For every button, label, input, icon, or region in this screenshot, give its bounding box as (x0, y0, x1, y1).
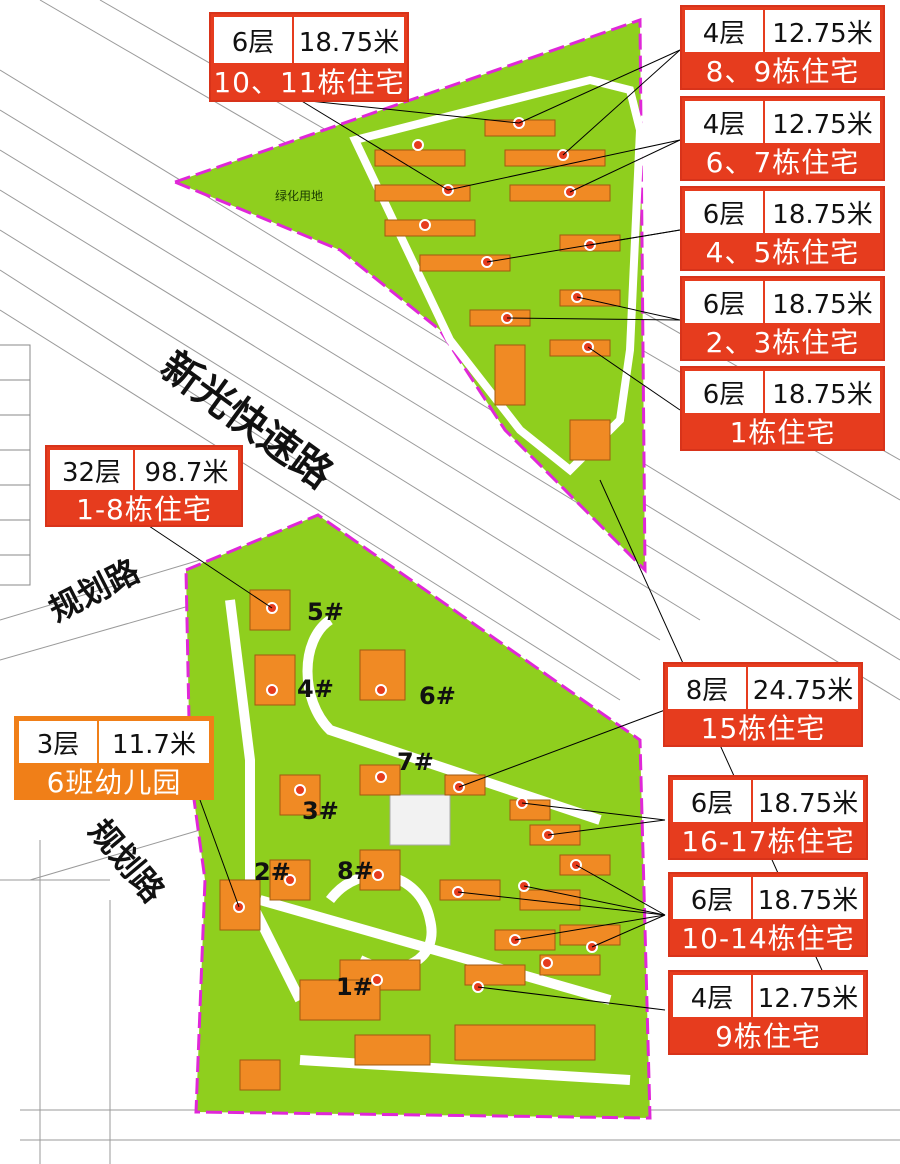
building-label-4: 4# (297, 675, 334, 703)
building-label-6: 6# (419, 682, 456, 710)
building-label-8: 8# (337, 857, 374, 885)
card-height: 18.75米 (765, 191, 880, 233)
card-floors: 4层 (685, 101, 765, 143)
card-name: 6班幼儿园 (46, 766, 182, 799)
green-land-label: 绿化用地 (275, 188, 323, 203)
building-footprints (219, 119, 621, 1091)
card-floors: 4层 (673, 975, 753, 1017)
card-height: 18.75米 (753, 877, 863, 919)
card-height: 18.75米 (294, 17, 404, 63)
building-label-3: 3# (302, 797, 339, 825)
card-name: 6、7栋住宅 (705, 146, 860, 179)
card-name: 9栋住宅 (715, 1020, 821, 1053)
card-height: 12.75米 (753, 975, 863, 1017)
card-floors: 8层 (668, 667, 748, 709)
card-name: 1-8栋住宅 (76, 493, 212, 526)
card-floors: 6层 (685, 281, 765, 323)
card-floors: 4层 (685, 10, 765, 52)
card-name: 15栋住宅 (700, 712, 826, 745)
card-floors: 6层 (673, 877, 753, 919)
card-floors: 6层 (685, 371, 765, 413)
card-height: 98.7米 (135, 450, 238, 490)
card-height: 12.75米 (765, 10, 880, 52)
card-name: 16-17栋住宅 (681, 825, 855, 858)
card-height: 11.7米 (99, 721, 209, 763)
card-name: 8、9栋住宅 (705, 55, 860, 88)
card-name: 2、3栋住宅 (705, 326, 860, 359)
north-internal-road (349, 75, 645, 476)
card-height: 18.75米 (753, 780, 863, 822)
card-floors: 3层 (19, 721, 99, 763)
building-label-7: 7# (397, 748, 434, 776)
left-table-fragment (0, 344, 31, 586)
card-name: 4、5栋住宅 (705, 236, 860, 269)
building-label-5: 5# (307, 598, 344, 626)
card-floors: 32层 (50, 450, 135, 490)
card-floors: 6层 (685, 191, 765, 233)
building-label-2: 2# (254, 858, 291, 886)
card-height: 24.75米 (748, 667, 858, 709)
building-label-1: 1# (336, 973, 373, 1001)
card-height: 18.75米 (765, 281, 880, 323)
card-floors: 6层 (673, 780, 753, 822)
card-height: 12.75米 (765, 101, 880, 143)
card-height: 18.75米 (765, 371, 880, 413)
central-plaza (389, 794, 451, 846)
card-name: 1栋住宅 (729, 416, 836, 449)
card-name: 10-14栋住宅 (681, 922, 855, 955)
card-name: 10、11栋住宅 (213, 66, 405, 99)
card-floors: 6层 (214, 17, 294, 63)
south-internal-roads (225, 599, 631, 1085)
